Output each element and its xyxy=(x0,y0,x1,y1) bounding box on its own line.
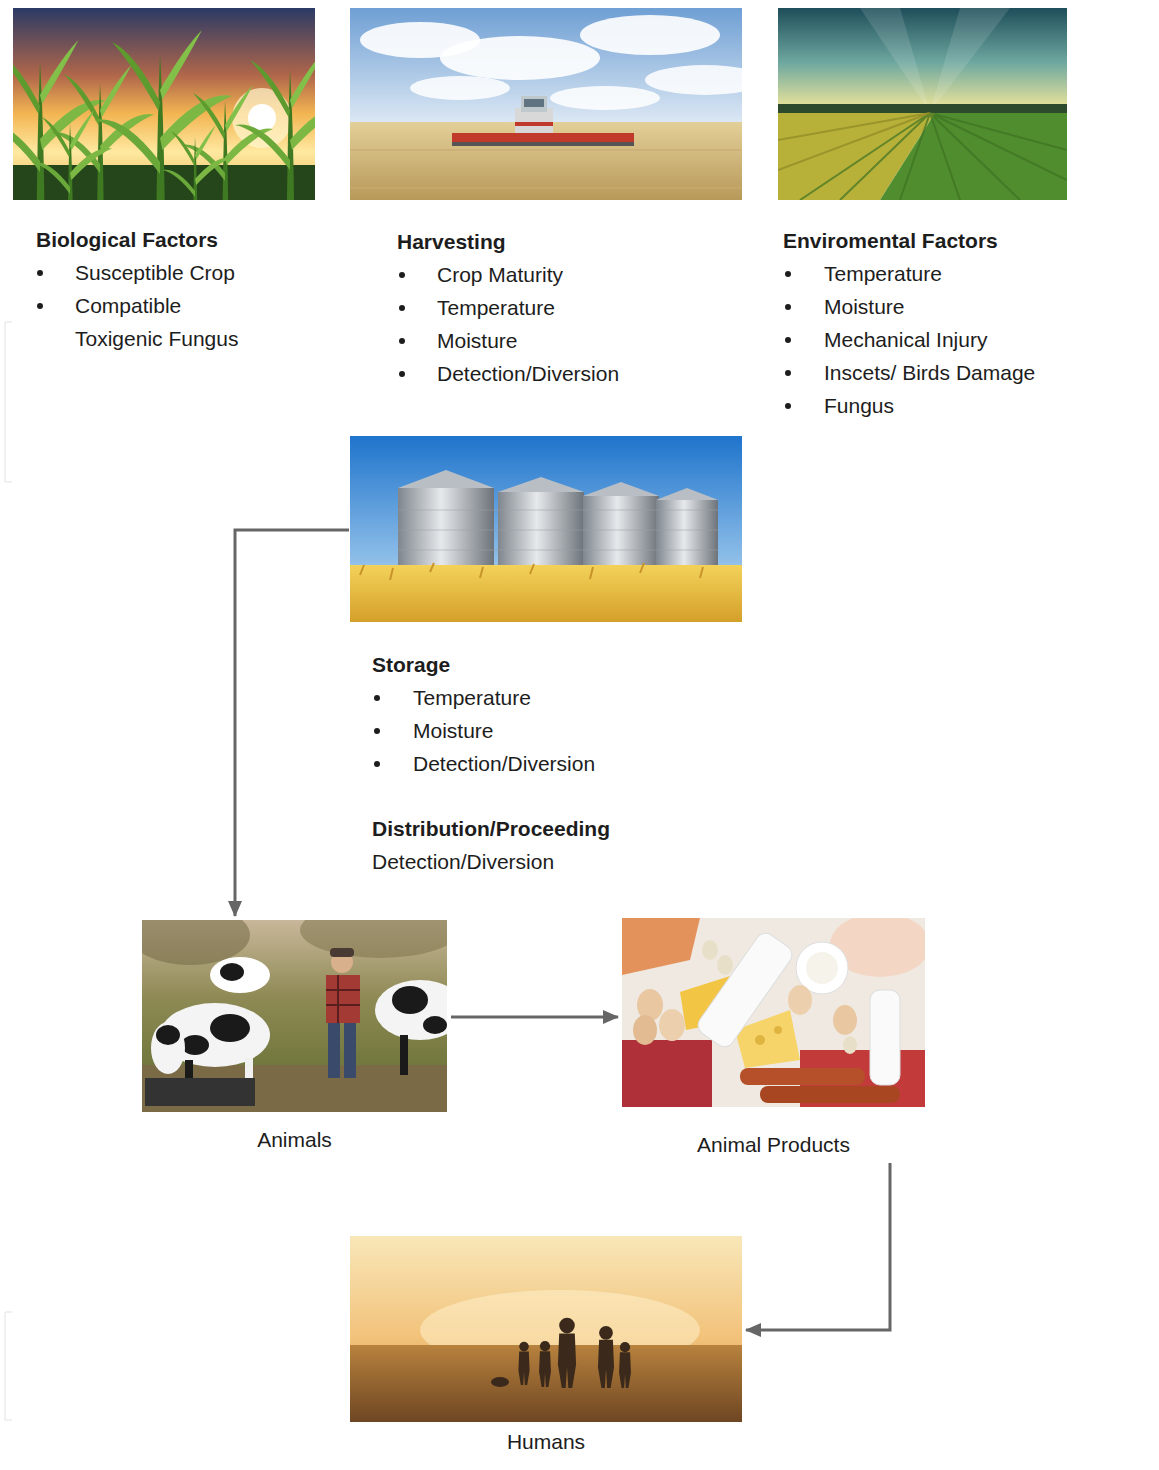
bullet-item: Crop Maturity xyxy=(437,258,563,291)
bullet-item: Fungus xyxy=(824,389,894,422)
section-heading: Storage xyxy=(372,648,450,681)
harvest-photo xyxy=(350,8,742,200)
section-heading: Harvesting xyxy=(397,225,506,258)
bullet-item: Temperature xyxy=(824,257,942,290)
bullet-dot xyxy=(37,270,43,276)
bullet-dot xyxy=(374,761,380,767)
bullet-dot xyxy=(399,338,405,344)
factor-block: Biological FactorsSusceptible CropCompat… xyxy=(13,8,315,355)
stage-photo: Humans xyxy=(350,1236,742,1458)
bullet-dot xyxy=(785,271,791,277)
margin-bracket xyxy=(5,322,12,482)
bullet-item: Temperature xyxy=(413,681,531,714)
section-heading: Enviromental Factors xyxy=(783,224,998,257)
bullet-item: Moisture xyxy=(437,324,518,357)
bullet-item: Susceptible Crop xyxy=(75,256,235,289)
silos-photo xyxy=(350,436,742,622)
stage-caption: Humans xyxy=(507,1425,585,1458)
stage-block: StorageTemperatureMoistureDetection/Dive… xyxy=(350,436,742,878)
bullet-dot xyxy=(399,371,405,377)
bullet-item: Compatible Toxigenic Fungus xyxy=(75,289,260,355)
bullet-item: Detection/Diversion xyxy=(437,357,619,390)
bullet-item: Detection/Diversion xyxy=(413,747,595,780)
bullet-dot xyxy=(785,304,791,310)
stage-block: HarvestingCrop MaturityTemperatureMoistu… xyxy=(350,8,742,390)
flow-arrow xyxy=(235,530,349,916)
factor-block: Enviromental FactorsTemperatureMoistureM… xyxy=(778,8,1067,422)
bullet-item: Inscets/ Birds Damage xyxy=(824,356,1035,389)
bullet-dot xyxy=(399,272,405,278)
bullet-dot xyxy=(399,305,405,311)
family-photo xyxy=(350,1236,742,1422)
field-photo xyxy=(778,8,1067,200)
bullet-dot xyxy=(785,403,791,409)
corn-field-photo xyxy=(13,8,315,200)
cows-photo xyxy=(142,920,447,1112)
stage-photo: Animals xyxy=(142,920,447,1156)
stage-caption: Animals xyxy=(257,1123,332,1156)
bullet-item: Mechanical Injury xyxy=(824,323,987,356)
section-heading: Biological Factors xyxy=(36,223,218,256)
bullet-dot xyxy=(374,728,380,734)
bullet-dot xyxy=(785,337,791,343)
stage-photo: Animal Products xyxy=(622,918,925,1161)
bullet-dot xyxy=(785,370,791,376)
bullet-dot xyxy=(37,303,43,309)
stage-caption: Animal Products xyxy=(697,1128,850,1161)
bullet-item: Moisture xyxy=(824,290,905,323)
flow-arrow xyxy=(451,1016,618,1019)
section-heading: Distribution/Proceeding xyxy=(372,812,610,845)
margin-bracket xyxy=(5,1312,12,1420)
bullet-item: Moisture xyxy=(413,714,494,747)
bullet-dot xyxy=(374,695,380,701)
bullet-item: Detection/Diversion xyxy=(372,845,554,878)
bullet-item: Temperature xyxy=(437,291,555,324)
animal-products-photo xyxy=(622,918,925,1107)
flow-arrow xyxy=(746,1163,890,1330)
